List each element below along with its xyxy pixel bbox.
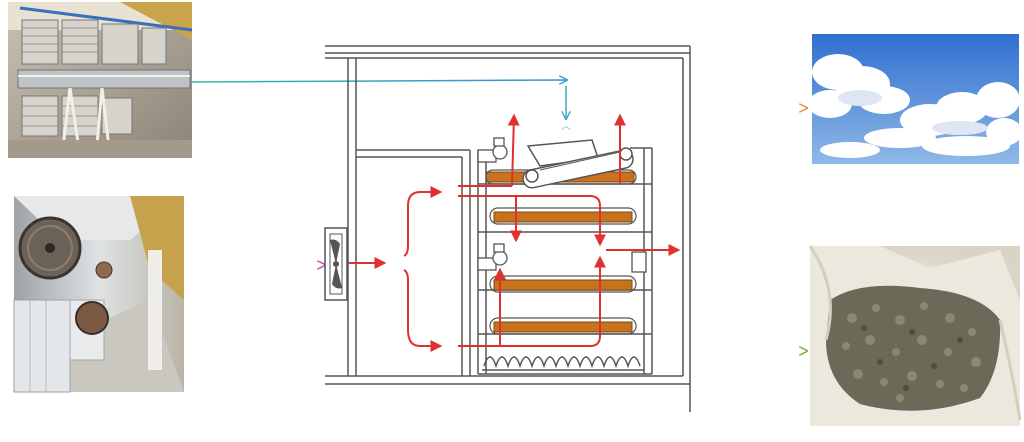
gear-motor-lower-icon [477,243,508,271]
gear-motor-right-icon [631,251,647,273]
screw-auger-icon [482,356,644,371]
photo-barn-tunnel-fans [13,196,184,393]
gear-motor-upper-icon [477,137,508,163]
inlet-fan-icon [324,227,348,301]
feed-hopper-conveyor-icon [522,139,634,189]
airflow-upper-loop [458,195,606,247]
airflow-lower-loop [458,255,606,347]
drying-belt-3 [493,279,633,291]
tunnel-fan-medium-icon [75,301,109,335]
photo-barn-exhaust-fans [8,2,193,158]
dryer-building-outline [325,45,691,412]
drying-belt-4 [493,321,633,333]
drying-belt-2 [493,211,633,223]
photo-sack-of-granules [808,245,1022,426]
connector-exhaust-air-in [191,80,570,131]
tunnel-fan-small-icon [95,261,113,279]
airflow-arrows [348,113,681,352]
photo-sky-clouds [808,34,1022,164]
airflow-split-brace [403,186,443,257]
